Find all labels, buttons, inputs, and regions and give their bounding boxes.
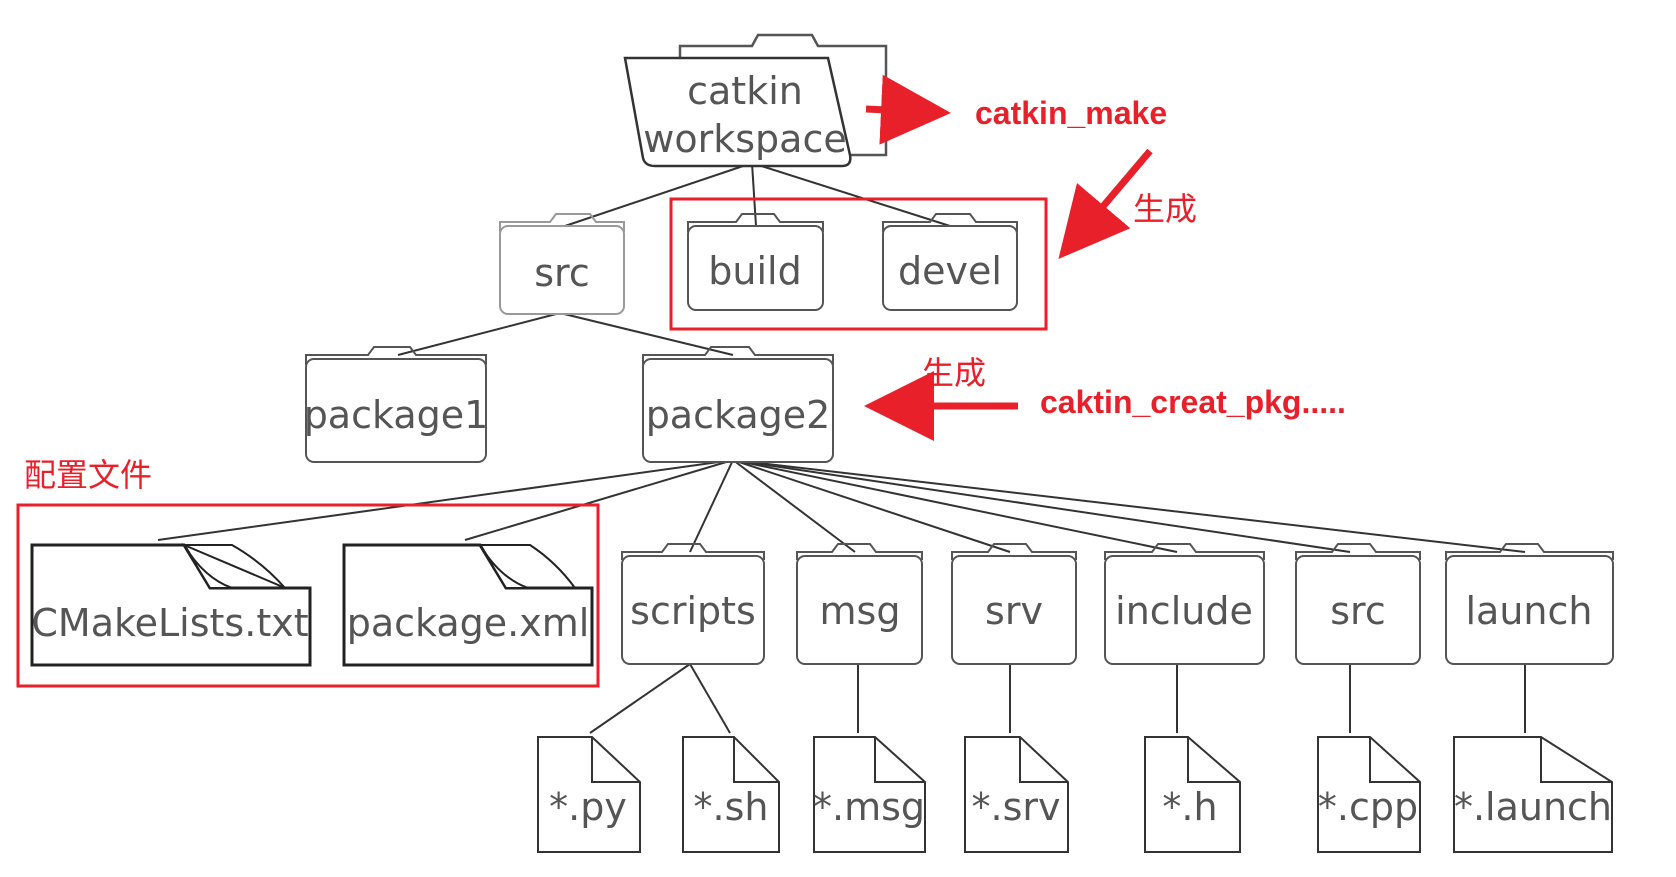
catkin-make-label: catkin_make — [975, 95, 1167, 131]
connector-package2-srv — [732, 459, 1011, 553]
generated-folders-highlight-box — [669, 197, 1048, 331]
folder-launch-label: launch — [1466, 589, 1593, 633]
file-h: *.h — [1144, 736, 1241, 853]
folder-msg: msg — [796, 543, 923, 665]
file-h-label: *.h — [1162, 785, 1217, 829]
doc-cmakelists-label: CMakeLists.txt — [31, 601, 308, 645]
folder-scripts: scripts — [621, 543, 765, 665]
connector-package2-launch — [732, 459, 1526, 553]
file-py: *.py — [537, 736, 641, 853]
folder-srv: srv — [951, 543, 1077, 665]
folder-srv-label: srv — [985, 589, 1043, 633]
workspace-folder: catkin workspace — [623, 33, 888, 168]
folder-include: include — [1104, 543, 1265, 665]
connector-package2-cmakelists — [157, 459, 734, 541]
catkin-make-arrow — [865, 74, 951, 145]
file-launch: *.launch — [1453, 736, 1613, 853]
file-srv: *.srv — [964, 736, 1069, 853]
folder-devel-label: devel — [898, 249, 1002, 293]
generate-mid-label: 生成 — [922, 354, 986, 392]
file-srv-label: *.srv — [972, 785, 1061, 829]
workspace-label-line2: workspace — [643, 117, 846, 161]
generate-top-label: 生成 — [1133, 190, 1197, 228]
connector-package2-src — [732, 459, 1351, 553]
folder-package2: package2 — [642, 346, 834, 463]
connector-src-package2 — [559, 312, 734, 356]
folder-msg-label: msg — [820, 589, 901, 633]
folder-scripts-label: scripts — [630, 589, 756, 633]
generate-top-arrow — [1058, 148, 1153, 260]
folder-package2-label: package2 — [646, 393, 831, 437]
folder-build-label: build — [708, 249, 801, 293]
doc-package-xml: package.xml — [342, 543, 594, 667]
connector-workspace-build — [751, 162, 757, 227]
folder-package1: package1 — [304, 346, 489, 463]
connector-workspace-src — [564, 162, 753, 227]
file-py-label: *.py — [549, 785, 627, 829]
config-files-highlight-box — [16, 503, 600, 688]
folder-include-label: include — [1115, 589, 1253, 633]
file-msg-label: *.msg — [813, 785, 925, 829]
file-sh: *.sh — [682, 736, 780, 853]
folder-package1-label: package1 — [304, 393, 489, 437]
file-launch-label: *.launch — [1454, 785, 1612, 829]
folder-src: src — [499, 213, 625, 315]
connector-workspace-devel — [751, 162, 951, 227]
folder-build: build — [687, 213, 824, 311]
file-sh-label: *.sh — [694, 785, 769, 829]
workspace-folder-front — [623, 56, 852, 168]
file-cpp: *.cpp — [1317, 736, 1421, 853]
doc-package-xml-label: package.xml — [347, 601, 590, 645]
connector-package2-include — [732, 459, 1178, 553]
connector-package2-packagexml — [464, 459, 734, 541]
connector-scripts-py — [589, 663, 691, 734]
folder-launch: launch — [1445, 543, 1614, 665]
file-msg: *.msg — [813, 736, 926, 853]
connector-package2-scripts — [689, 459, 734, 553]
tree-connectors — [157, 162, 1526, 734]
folder-src2: src — [1295, 543, 1421, 665]
connector-package2-msg — [732, 459, 856, 553]
config-files-label: 配置文件 — [24, 456, 152, 494]
folder-devel: devel — [882, 213, 1018, 311]
doc-cmakelists: CMakeLists.txt — [30, 542, 312, 667]
workspace-label-line1: catkin — [687, 69, 803, 113]
create-pkg-label: caktin_creat_pkg..... — [1040, 384, 1346, 420]
folder-src2-label: src — [1330, 589, 1385, 633]
annotations: catkin_make 生成 生成 caktin_creat_pkg..... … — [16, 74, 1346, 688]
folder-src-label: src — [534, 251, 589, 295]
connector-scripts-sh — [689, 663, 731, 734]
file-cpp-label: *.cpp — [1318, 785, 1418, 829]
connector-src-package1 — [397, 312, 561, 356]
